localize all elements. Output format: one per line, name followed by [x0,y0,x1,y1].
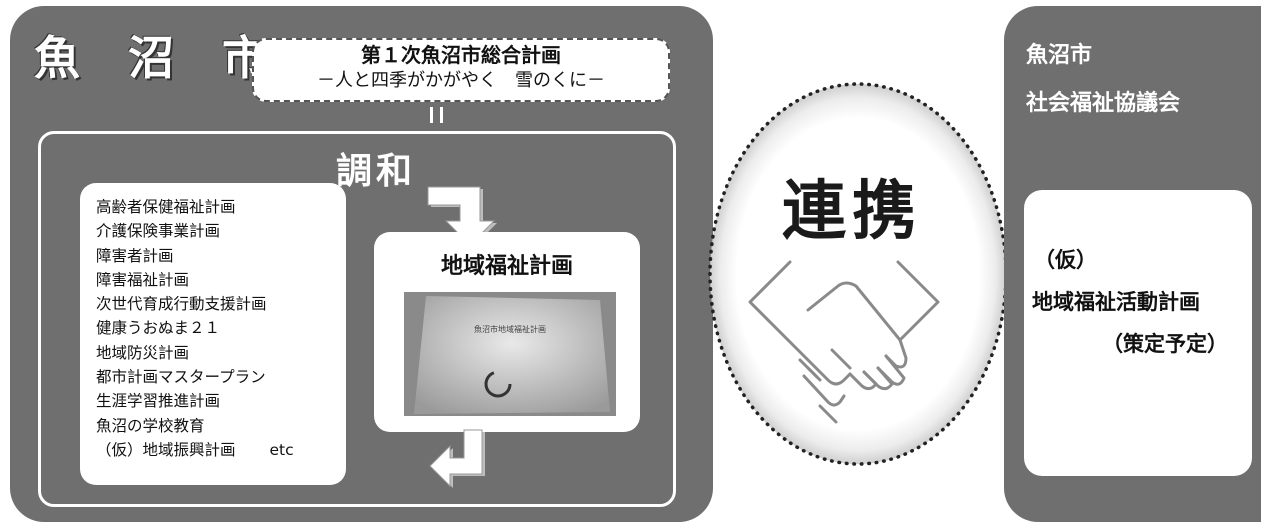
council-name-line2: 社会福祉協議会 [1026,91,1181,116]
list-item: 生涯学習推進計画 [96,392,221,411]
harmony-label: 調和 [336,151,417,192]
arrow-return-icon [429,429,485,488]
activity-plan-title: 地域福祉活動計画 [1032,290,1200,314]
booklet-cover-title: 魚沼市地域福祉計画 [474,324,546,334]
council-name-line1: 魚沼市 [1026,43,1093,68]
list-item: 高齢者保健福祉計画 [96,198,236,216]
etc-label: etc [269,440,294,459]
welfare-plan-card: 地域福祉計画 魚沼市地域福祉計画 [374,232,640,432]
list-item-text: （仮）地域振興計画 [96,440,236,459]
harmony-frame [38,131,676,507]
list-item: （仮）地域振興計画 etc [96,438,346,462]
city-name-heading: 魚 沼 市 [34,31,285,85]
list-item: 介護保険事業計画 [96,222,221,241]
handshake-icon [748,260,940,424]
list-item: 都市計画マスタープラン [96,368,266,387]
related-plans-list: 高齢者保健福祉計画 介護保険事業計画 障害者計画 障害福祉計画 次世代育成行動支… [80,183,346,462]
master-plan-subtitle: －人と四季がかがやく 雪のくに－ [317,70,605,91]
equals-connector-icon [430,107,444,123]
master-plan-box: 第１次魚沼市総合計画 －人と四季がかがやく 雪のくに－ [252,38,670,102]
list-item: 障害福祉計画 [96,270,190,289]
list-item: 健康うおぬま２１ [96,319,221,338]
provisional-label: （仮） [1034,248,1097,272]
list-item: 障害者計画 [96,246,174,265]
list-item: 地域防災計画 [96,343,190,362]
related-plans-list-box: 高齢者保健福祉計画 介護保険事業計画 障害者計画 障害福祉計画 次世代育成行動支… [80,183,346,485]
welfare-plan-title: 地域福祉計画 [440,254,573,279]
list-item: 魚沼の学校教育 [96,416,205,435]
council-plan-card: （仮） 地域福祉活動計画 （策定予定） [1024,190,1252,476]
collaboration-label: 連携 [782,175,922,249]
booklet-logo-icon [484,370,512,398]
list-item: 次世代育成行動支援計画 [96,295,267,314]
master-plan-title: 第１次魚沼市総合計画 [361,43,561,67]
plan-booklet-photo: 魚沼市地域福祉計画 [404,292,616,416]
planned-status-label: （策定予定） [1102,332,1228,356]
